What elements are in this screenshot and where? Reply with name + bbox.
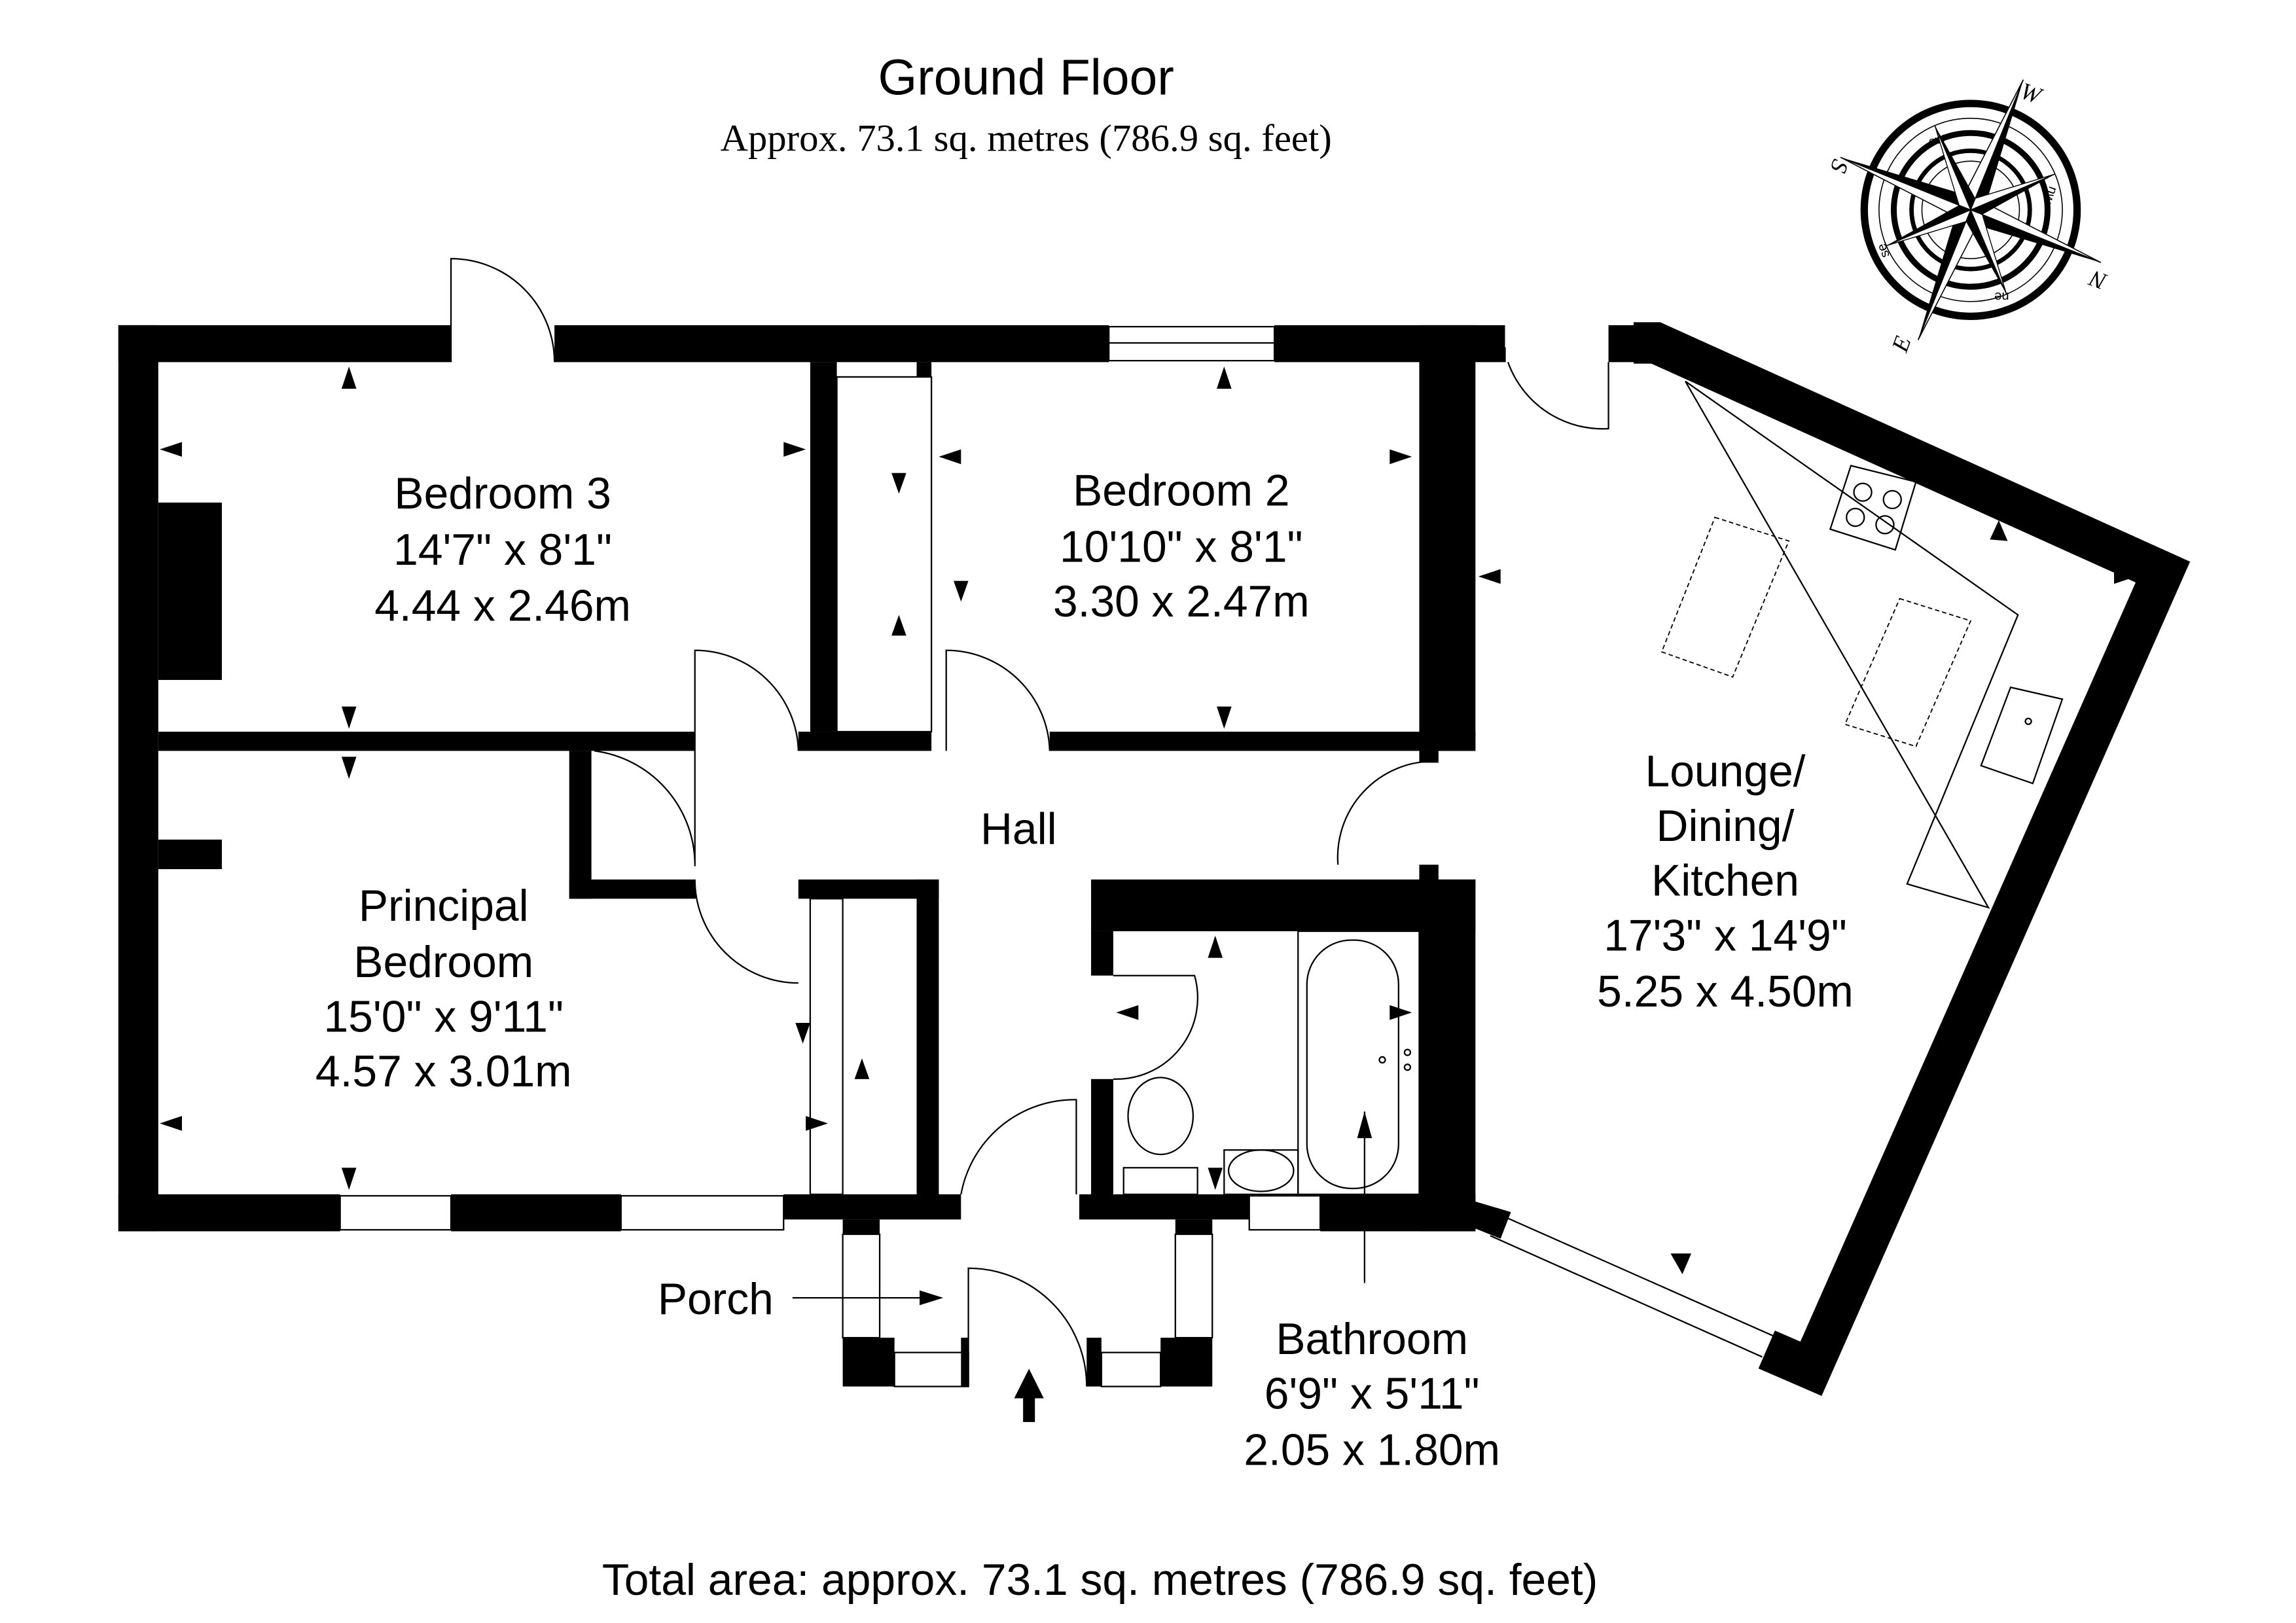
room-metric: 4.44 x 2.46m (374, 582, 631, 631)
room-imperial: 6'9" x 5'11" (1265, 1369, 1480, 1418)
room-principal-bedroom: Principal Bedroom 15'0" x 9'11" 4.57 x 3… (315, 882, 572, 1096)
floor-area-subtitle: Approx. 73.1 sq. metres (786.9 sq. feet) (720, 116, 1331, 159)
dimension-markers (160, 366, 2136, 1274)
room-porch: Porch (658, 1275, 774, 1324)
compass-east: E (1886, 332, 1916, 355)
room-metric: 4.57 x 3.01m (315, 1047, 572, 1096)
room-name: Bedroom 3 (394, 469, 611, 518)
floor-title: Ground Floor (878, 50, 1174, 106)
sink-icon (1980, 686, 2064, 785)
washbasin-icon (1223, 1149, 1299, 1196)
room-name: Lounge/ (1645, 747, 1806, 796)
room-name: Dining/ (1657, 802, 1795, 851)
walls (118, 322, 2191, 1397)
compass-north: N (2085, 264, 2111, 295)
room-name: Bathroom (1276, 1315, 1468, 1364)
room-name: Kitchen (1651, 857, 1799, 906)
compass-south: S (1825, 156, 1854, 177)
fixtures (792, 380, 2064, 1422)
room-imperial: 14'7" x 8'1" (393, 526, 612, 575)
compass-ne: ne (1994, 289, 2009, 304)
room-name: Bedroom (353, 938, 533, 987)
room-hall: Hall (980, 805, 1057, 854)
room-imperial: 17'3" x 14'9" (1604, 911, 1847, 960)
room-lounge-dining-kitchen: Lounge/ Dining/ Kitchen 17'3" x 14'9" 5.… (1597, 747, 1854, 1017)
entrance-arrow-icon (1014, 1368, 1044, 1422)
total-area: Total area: approx. 73.1 sq. metres (786… (602, 1556, 1598, 1605)
room-metric: 2.05 x 1.80m (1244, 1425, 1500, 1474)
room-imperial: 15'0" x 9'11" (323, 993, 564, 1042)
room-metric: 5.25 x 4.50m (1597, 967, 1854, 1016)
room-bedroom-3: Bedroom 3 14'7" x 8'1" 4.44 x 2.46m (374, 469, 631, 631)
doors (450, 258, 1609, 1387)
hob-icon (1829, 465, 1917, 551)
compass-rose: W S N E sw nw ne se (1825, 77, 2111, 355)
room-name: Principal (359, 882, 529, 931)
room-name: Bedroom 2 (1073, 466, 1289, 515)
room-metric: 3.30 x 2.47m (1053, 577, 1310, 626)
room-bathroom: Bathroom 6'9" x 5'11" 2.05 x 1.80m (1244, 1315, 1500, 1474)
bath-icon (1297, 930, 1420, 1196)
toilet-icon (1122, 1077, 1198, 1196)
room-imperial: 10'10" x 8'1" (1060, 522, 1303, 571)
room-bedroom-2: Bedroom 2 10'10" x 8'1" 3.30 x 2.47m (1053, 466, 1310, 626)
